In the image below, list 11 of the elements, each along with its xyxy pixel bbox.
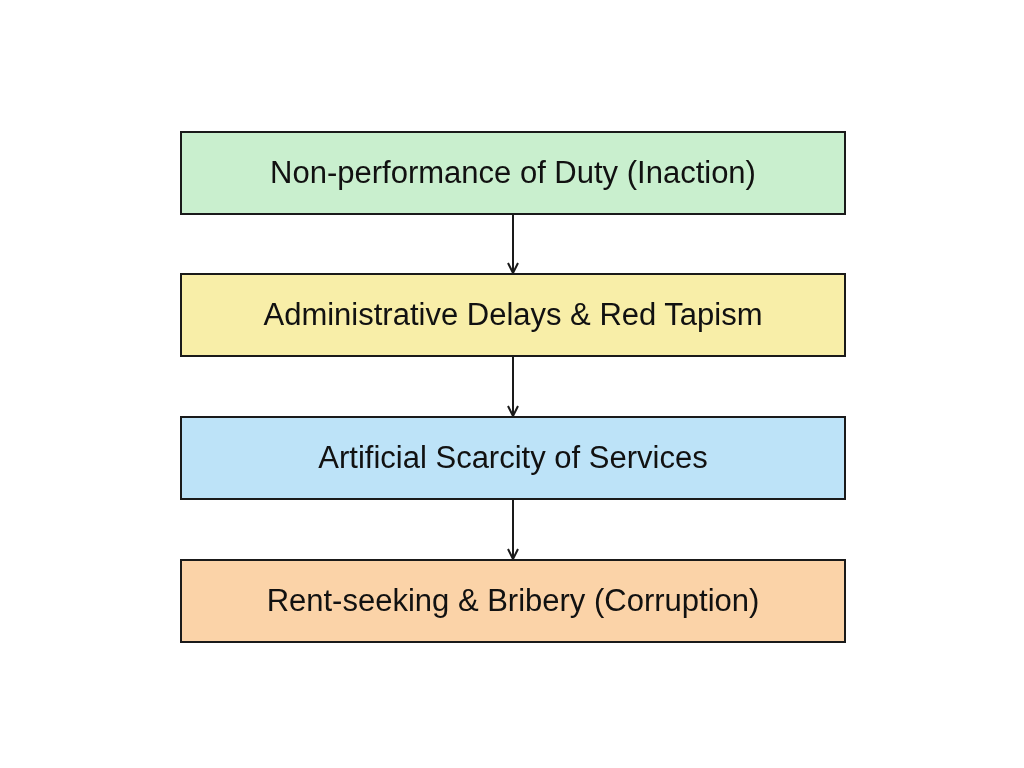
process-box <box>180 131 846 215</box>
arrow <box>507 499 519 560</box>
box-label: Administrative Delays & Red Tapism <box>263 297 763 333</box>
box-label: Rent-seeking & Bribery (Corruption) <box>266 583 760 619</box>
process-box <box>180 273 846 357</box>
box-label: Non-performance of Duty (Inaction) <box>270 155 756 191</box>
arrow <box>507 214 519 274</box>
process-box <box>180 559 846 643</box>
box-label: Artificial Scarcity of Services <box>318 440 708 476</box>
arrow <box>507 356 519 417</box>
process-box <box>180 416 846 500</box>
